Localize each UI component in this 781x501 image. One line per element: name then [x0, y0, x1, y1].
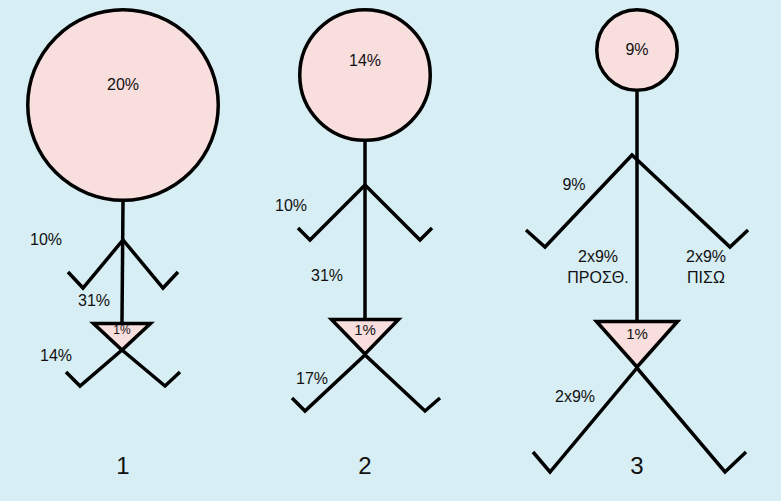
head-shape: [28, 10, 219, 201]
area-label: 17%: [290, 369, 334, 390]
head-circle: 14%: [298, 8, 432, 142]
percent-text: 1%: [595, 325, 679, 342]
pelvis-triangle: 1%: [595, 320, 679, 368]
torso-line: [635, 92, 639, 320]
figure-number: 1: [108, 450, 138, 481]
percent-text: 9%: [595, 41, 679, 59]
area-label: 10%: [21, 230, 71, 251]
legs: [66, 350, 180, 386]
percent-text: 14%: [298, 52, 432, 70]
area-label: 2x9%: [550, 387, 600, 408]
head-circle: 20%: [26, 8, 220, 202]
area-label: 14%: [34, 346, 78, 367]
torso-line: [363, 142, 367, 318]
figure-number: 2: [350, 450, 380, 481]
area-label: 2x9% ΠΙΣΩ: [675, 247, 737, 289]
area-label: 2x9% ΠΡΟΣΘ.: [567, 247, 629, 289]
area-label: 31%: [305, 266, 349, 287]
head-circle: 9%: [595, 8, 679, 92]
figure-number: 3: [622, 450, 652, 481]
pelvis-triangle: 1%: [330, 318, 400, 355]
circle-outline: [26, 8, 220, 202]
head-shape: [300, 10, 431, 141]
torso-line: [122, 202, 123, 322]
percent-text: 1%: [330, 321, 400, 338]
area-label: 9%: [554, 175, 594, 196]
pelvis-triangle: 1%: [92, 322, 152, 351]
area-label: 10%: [269, 196, 313, 217]
percent-text: 1%: [92, 323, 152, 337]
area-label: 31%: [72, 291, 116, 312]
circle-outline: [298, 8, 432, 142]
percent-text: 20%: [26, 76, 220, 94]
